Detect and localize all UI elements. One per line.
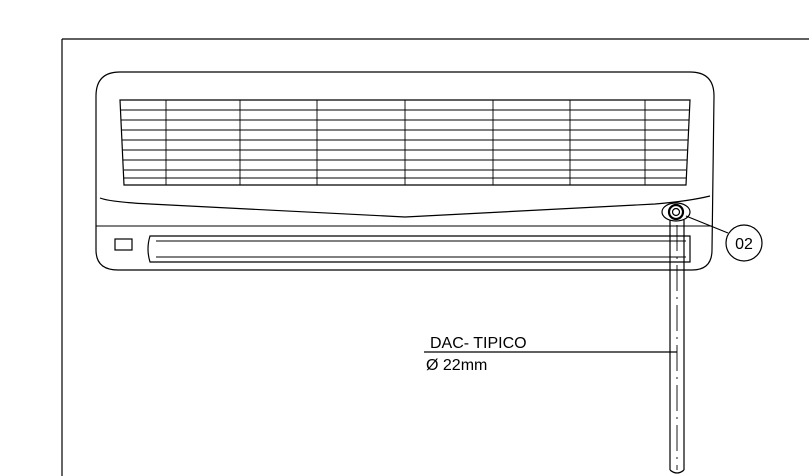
callout-number: 02 [735,236,753,253]
callout-02: 02 [685,215,763,262]
drain-connection-ellipse [661,202,691,222]
drain-connection-outer [667,203,685,221]
ac-air-grille [119,99,691,186]
air-conditioner-unit [95,71,715,271]
annotation-label-line2: Ø 22mm [426,357,487,374]
ac-indicator-square [114,238,133,251]
ac-unit-body [95,71,715,271]
ac-air-outlet [147,235,691,263]
drain-pipe [661,202,691,474]
drawing-frame [61,38,809,476]
annotation-label-line1: DAC- TIPICO [430,335,527,352]
drain-connection-inner [671,207,681,217]
dac-annotation: DAC- TIPICO Ø 22mm [424,335,677,374]
ac-front-panel-curve [99,195,711,218]
